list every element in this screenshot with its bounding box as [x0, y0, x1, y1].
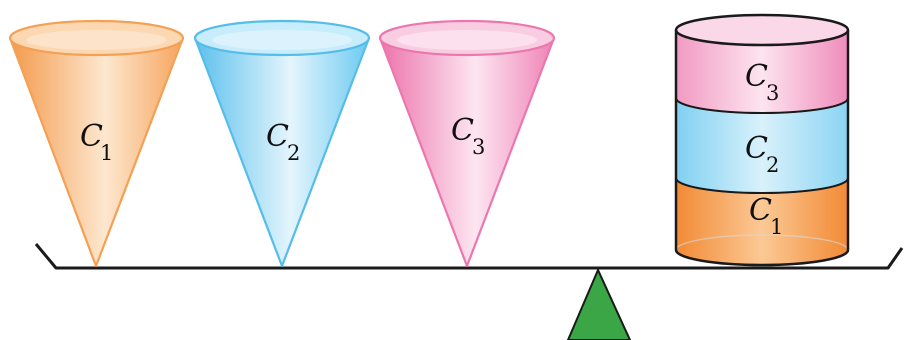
label-letter: C: [451, 113, 474, 148]
fulcrum-triangle: [566, 267, 632, 340]
label-cone-c1: C 1: [80, 119, 113, 165]
label-subscript: 1: [100, 141, 113, 165]
label-letter: C: [745, 59, 768, 94]
balance-beam: [34, 243, 904, 270]
cylinder-layer-c3: [674, 13, 850, 113]
label-layer-c2: C 2: [745, 131, 779, 177]
cone-c3: [378, 19, 556, 268]
stacked-cylinder: [674, 13, 850, 267]
label-layer-c3: C 3: [745, 59, 779, 105]
label-letter: C: [749, 193, 772, 228]
label-cone-c3: C 3: [451, 113, 485, 159]
label-subscript: 2: [766, 153, 779, 177]
label-letter: C: [745, 131, 768, 166]
label-cone-c2: C 2: [266, 119, 300, 165]
label-subscript: 1: [770, 215, 783, 239]
label-subscript: 3: [472, 135, 485, 159]
label-subscript: 3: [766, 81, 779, 105]
label-letter: C: [266, 119, 289, 154]
cone-c2: [193, 19, 371, 268]
label-letter: C: [80, 119, 103, 154]
cone-c1: [8, 19, 185, 268]
label-subscript: 2: [287, 141, 300, 165]
label-layer-c1: C 1: [749, 193, 783, 239]
